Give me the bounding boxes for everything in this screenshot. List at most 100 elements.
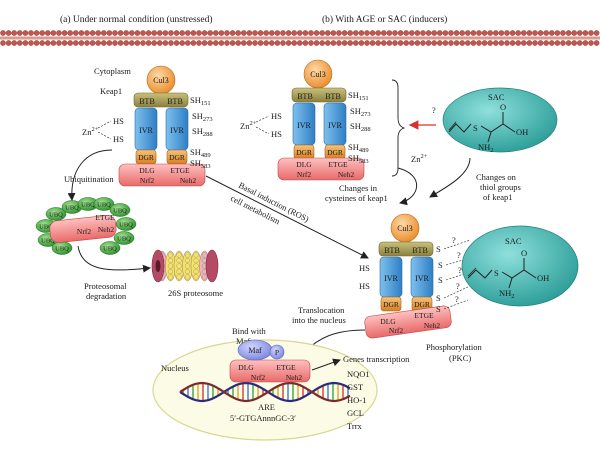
btb-label-left: BTB [139,97,155,106]
basal-induction-arrow [205,175,369,259]
changes-thiol-1: Changes on [476,172,517,182]
keap1-complex-inducers: Cul3 BTB BTB IVR IVR DGR DGR DLG ETGE Nr… [240,59,406,181]
sac-oh-top: OH [516,127,528,137]
keap1-label: Keap1 [100,86,122,96]
gene-gcl: GCL [347,408,364,418]
btb-domain [133,92,189,108]
dgr-label-left: DGR [138,153,154,162]
gene-trrx: Trrx [347,421,363,431]
btb-top-left: BTB [297,92,313,101]
nucleus-etge: ETGE [276,363,296,372]
thiol-arrow [429,157,471,198]
nrf2-bar-top [277,157,365,181]
nrf2-label: Nrf2 [140,176,154,185]
are-label: ARE [258,402,275,412]
sac-label-top: SAC [488,92,505,102]
ubq-label: UBQ [103,246,117,253]
ubq-label: UBQ [117,236,131,243]
btb-mod-right: BTB [412,246,428,255]
q-mod-5: ? [455,294,459,304]
sh151-top: SH151 [348,90,369,102]
cul3-label-top: Cul3 [310,70,326,79]
zn-released: Zn2+ [411,153,428,164]
phosphorylation-label-1: Phosphorylation [426,342,482,352]
nucleus-label: Nucleus [161,363,189,373]
neh2-top: Neh2 [338,170,354,179]
curly-brace [391,79,406,177]
translocation-label-2: into the nucleus [292,315,346,325]
keap1-complex-normal: Cytoplasm Keap1 Cul3 BTB BTB IVR IVR DGR… [82,65,213,187]
nrf2-mod: Nrf2 [389,326,403,335]
degradation-arrow [77,245,151,273]
s-mod-1: S [436,244,441,254]
sac-o-bound: O [521,248,527,258]
q-mod-2: ? [457,250,461,260]
proteosomal-label-2: degradation [86,291,127,301]
sac-s-top: S [473,123,478,133]
ubq-label: UBQ [55,246,69,253]
q-mod-4: ? [456,281,460,291]
sac-ellipse-bound [461,225,579,307]
hs-mod-lower: HS [359,281,370,291]
s-mod-2: S [438,260,443,270]
26s-proteosome [151,249,219,283]
ivr-label-left: IVR [139,126,153,135]
nucleus-nrf2-bar [229,359,311,383]
ubiquitination-label: Ubiquitination [64,174,114,184]
s-mod-3: S [438,275,443,285]
hs-mod-upper: HS [359,263,370,273]
dgr-top-label-right: DGR [327,148,343,157]
q-mod-3: ? [458,265,462,275]
dgr-label-right: DGR [169,153,185,162]
ivr-mod-label-right: IVR [415,274,429,283]
s-mod-4: S [436,293,441,303]
ubq-label: UBQ [113,208,127,215]
ivr-top-label-left: IVR [297,121,311,130]
ubq-bead [109,203,131,217]
phospho-label: P [275,348,279,357]
btb-domain-mod [378,241,434,257]
sac-molecule-top: SAC S O OH NH2 [442,87,558,154]
proteosomal-label-1: Proteosomal [84,281,127,291]
ubq-label: UBQ [97,202,111,209]
sh288: SH288 [192,126,213,138]
ubq-label: UBQ [81,202,95,209]
btb-top-right: BTB [325,92,341,101]
ubq-label: UBQ [49,212,63,219]
dlg-label: DLG [139,166,155,175]
heading-normal: (a) Under normal condition (unstressed) [60,14,212,25]
sh489-top: SH489 [348,142,369,154]
ivr-top-label-right: IVR [328,121,342,130]
changes-thiol-3: of keap1 [483,192,513,202]
sh583-top: SH583 [348,153,369,165]
neh2-label: Neh2 [180,176,196,185]
changes-thiol-2: thiol groups [480,182,521,192]
dgr-mod-left [380,296,402,312]
cul3-label-mod: Cul3 [397,224,413,233]
dgr-mod-label-right: DGR [414,300,430,309]
sh288-top: SH288 [350,121,371,133]
translocation-label-1: Translocation [298,305,345,315]
gene-gst: GST [347,382,364,392]
ubq-etge-label: ETGE [95,213,115,222]
heading-inducers: (b) With AGE or SAC (inducers) [322,14,447,25]
sh151: SH151 [190,95,211,107]
etge-label: ETGE [170,166,190,175]
nrf2-top: Nrf2 [297,170,311,179]
maf-label: Maf [248,346,262,355]
etge-mod: ETGE [414,311,434,320]
dlg-top: DLG [296,160,312,169]
zn-label-top: Zn2+ [240,120,257,131]
nrf2-bar-mod [364,305,452,339]
btb-mod-left: BTB [384,246,400,255]
nucleus-dlg: DLG [238,363,254,372]
neh2-mod: Neh2 [424,321,440,330]
btb-label-right: BTB [167,97,183,106]
sac-label-bound: SAC [505,236,522,246]
nrf2-bar [118,163,206,187]
genes-title: Genes transcription [343,354,410,364]
ubq-neh2-label: Neh2 [98,225,114,234]
ubq-bead [45,207,67,221]
sac-nh2-top: NH2 [478,142,494,154]
